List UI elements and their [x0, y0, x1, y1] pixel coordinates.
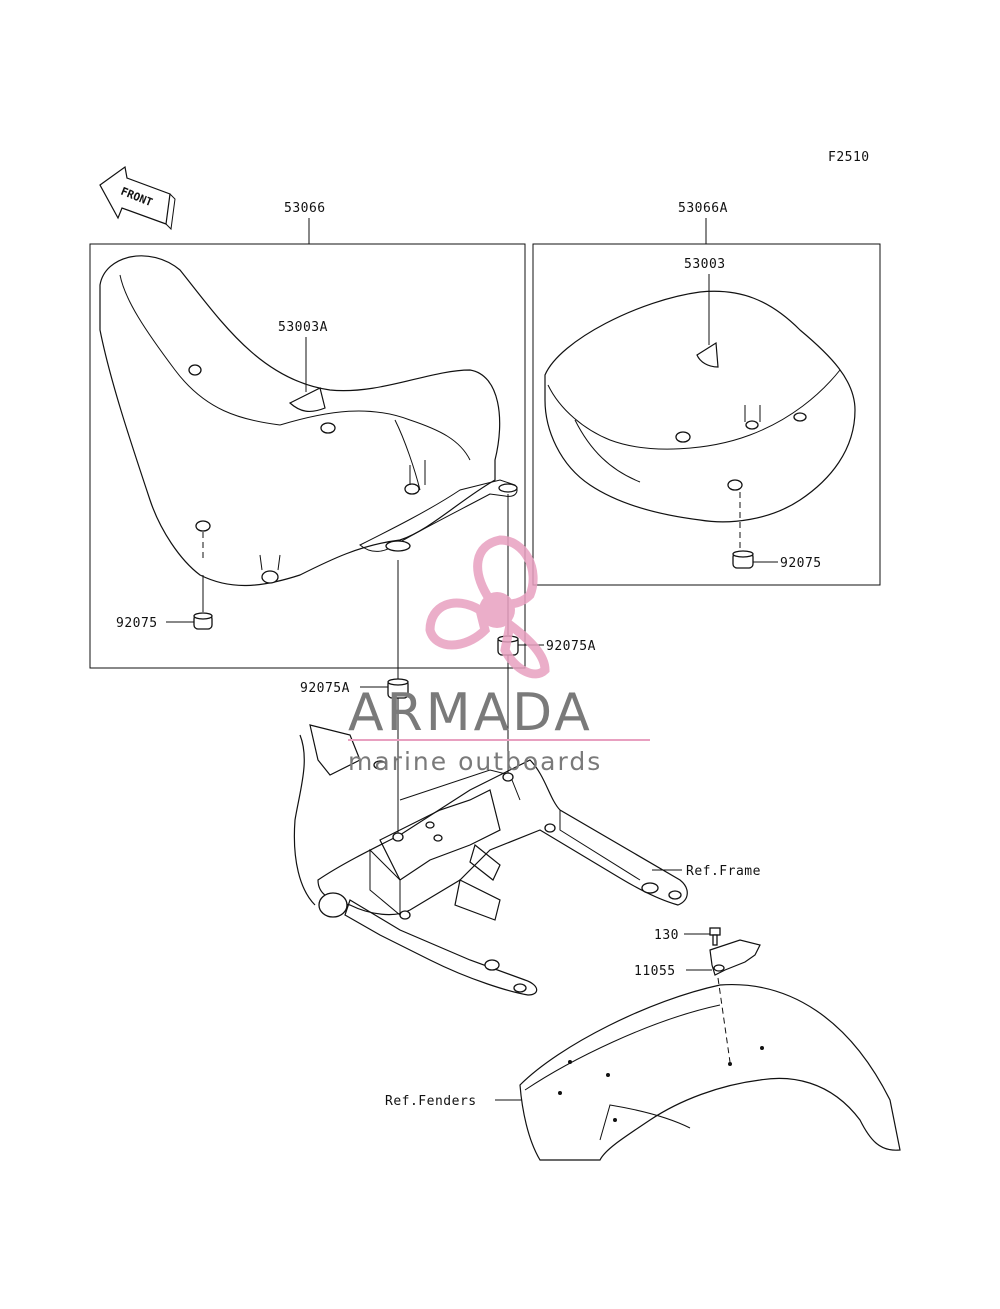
callout-92075-left: 92075	[116, 616, 158, 631]
bracket-11055	[709, 939, 761, 976]
bolt-130	[709, 927, 721, 946]
callout-92075A-right: 92075A	[546, 639, 596, 654]
callout-53003: 53003	[684, 257, 726, 272]
fender-illustration	[519, 983, 901, 1161]
callout-ref-frame: Ref.Frame	[686, 864, 761, 879]
callout-11055: 11055	[634, 964, 676, 979]
callout-53066: 53066	[284, 201, 326, 216]
seat-53066-frame	[89, 243, 526, 669]
seat-53066-group: 53066 53003A 92075	[89, 201, 526, 669]
callout-130: 130	[654, 928, 679, 943]
callout-53066A: 53066A	[678, 201, 728, 216]
watermark-brand: ARMADA	[348, 683, 593, 743]
front-seat-illustration	[99, 255, 501, 587]
callout-92075-right: 92075	[780, 556, 822, 571]
callout-92075A-left: 92075A	[300, 681, 350, 696]
frame-illustration	[293, 724, 688, 996]
seat-53066A-group: 53066A 53003 92075	[532, 201, 881, 586]
damper-92075A-left	[387, 678, 409, 699]
seat-53066A-frame	[532, 243, 881, 586]
callout-ref-fenders: Ref.Fenders	[385, 1094, 477, 1109]
armada-logo-icon	[425, 535, 550, 679]
front-arrow-label: FRONT	[119, 185, 155, 210]
watermark-tagline: marine outboards	[348, 747, 602, 776]
damper-92075-right	[732, 550, 754, 569]
damper-92075-left	[193, 612, 213, 630]
rear-seat-illustration	[544, 290, 856, 523]
figure-code: F2510	[828, 150, 870, 165]
front-arrow-icon: FRONT	[99, 165, 176, 231]
callout-53003A: 53003A	[278, 320, 328, 335]
